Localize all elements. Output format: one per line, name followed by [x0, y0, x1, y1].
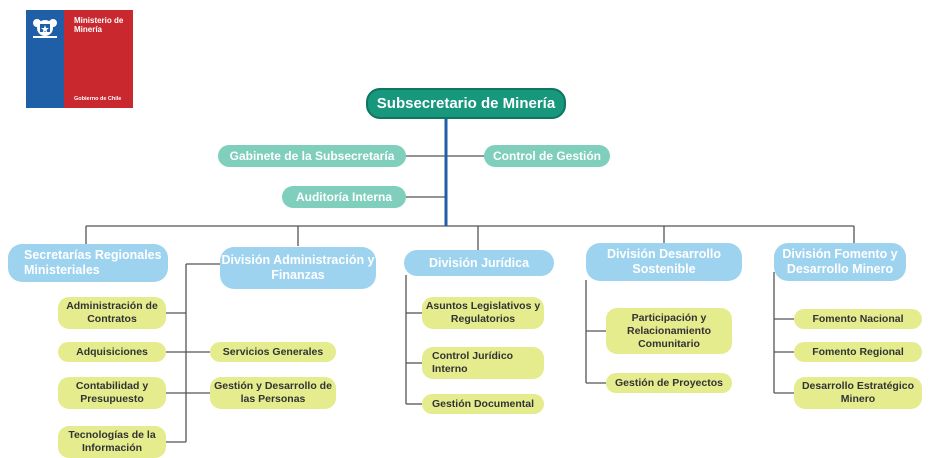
logo-blue-panel: [26, 10, 64, 108]
node-gestion-personas: Gestión y Desarrollo de las Personas: [210, 377, 336, 409]
node-division-juridica: División Jurídica: [404, 250, 554, 276]
node-gestion-documental: Gestión Documental: [422, 394, 544, 414]
node-subsecretario: Subsecretario de Minería: [366, 88, 566, 119]
logo-title: Ministerio de Minería: [74, 16, 124, 34]
node-adquisiciones: Adquisiciones: [58, 342, 166, 362]
node-administracion-contratos: Administración de Contratos: [58, 297, 166, 329]
node-asuntos-legislativos: Asuntos Legislativos y Regulatorios: [422, 297, 544, 329]
chile-coat-of-arms-icon: [33, 19, 57, 38]
logo-subtitle: Gobierno de Chile: [74, 96, 122, 102]
node-participacion-comunitario: Participación y Relacionamiento Comunita…: [606, 308, 732, 354]
node-servicios-generales: Servicios Generales: [210, 342, 336, 362]
logo-red-panel: [64, 10, 133, 108]
node-desarrollo-estrategico: Desarrollo Estratégico Minero: [794, 377, 922, 409]
node-secretarias-regionales: Secretarías Regionales Ministeriales: [8, 244, 168, 282]
node-auditoria-interna: Auditoría Interna: [282, 186, 406, 208]
node-tecnologias-informacion: Tecnologías de la Información: [58, 426, 166, 458]
node-contabilidad-presupuesto: Contabilidad y Presupuesto: [58, 377, 166, 409]
node-control-juridico: Control Jurídico Interno: [422, 347, 544, 379]
node-gabinete: Gabinete de la Subsecretaría: [218, 145, 406, 167]
node-fomento-nacional: Fomento Nacional: [794, 309, 922, 329]
node-fomento-regional: Fomento Regional: [794, 342, 922, 362]
node-division-administracion: División Administración y Finanzas: [220, 247, 376, 289]
node-division-desarrollo-sostenible: División Desarrollo Sostenible: [586, 243, 742, 281]
node-control-gestion: Control de Gestión: [484, 145, 610, 167]
ministry-logo: Ministerio de Minería Gobierno de Chile: [26, 10, 133, 108]
node-division-fomento: División Fomento y Desarrollo Minero: [774, 243, 906, 281]
node-gestion-proyectos: Gestión de Proyectos: [606, 373, 732, 393]
